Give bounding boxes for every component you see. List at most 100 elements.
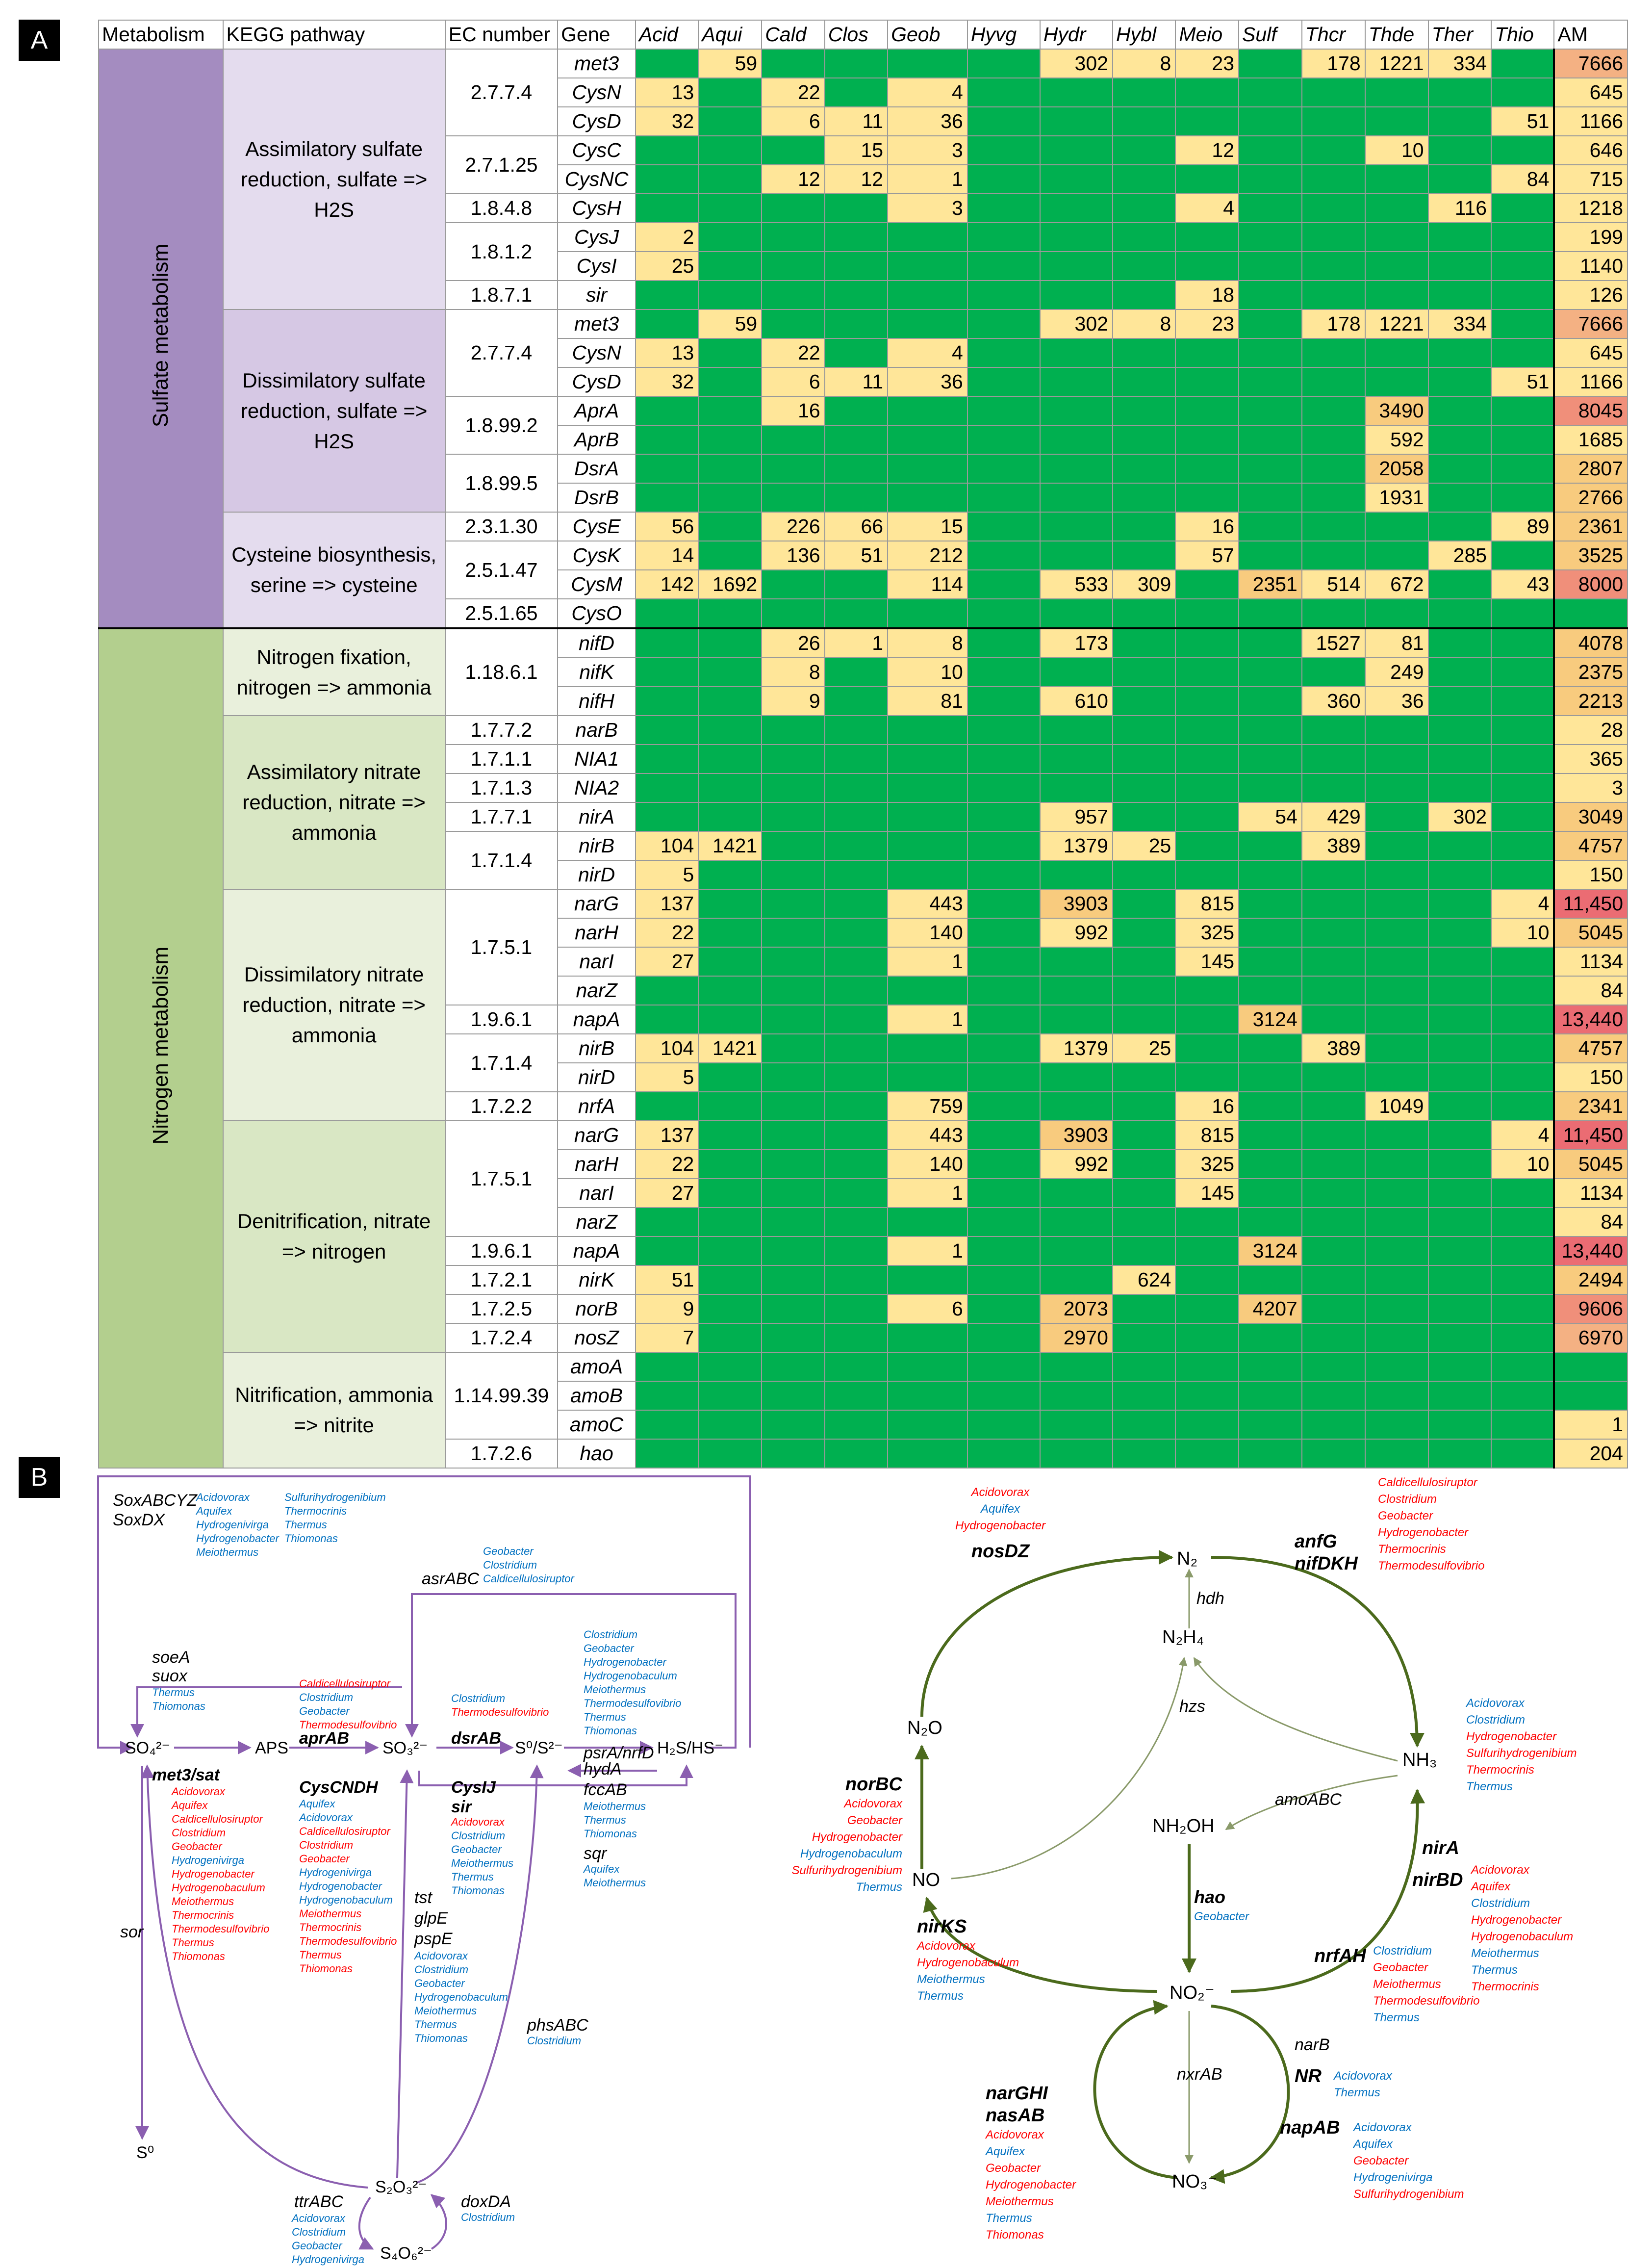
value-cell [887, 1439, 968, 1469]
value-cell [1112, 222, 1176, 252]
value-cell [1112, 1149, 1176, 1179]
value-cell [824, 1294, 889, 1324]
value-cell: 25 [1112, 1033, 1176, 1063]
organism-label: Clostridium [1373, 1944, 1432, 1958]
value-cell [1427, 1323, 1492, 1353]
value-cell [1491, 802, 1555, 832]
value-cell [1175, 569, 1240, 599]
value-cell [1238, 396, 1302, 426]
am-value-cell: 150 [1553, 860, 1628, 890]
am-value-cell: 2341 [1553, 1091, 1628, 1121]
value-cell [698, 1323, 763, 1353]
value-cell: 12 [1175, 135, 1240, 165]
value-cell: 1 [887, 1178, 968, 1208]
pathway-cell: Nitrogen fixation, nitrogen => ammonia [222, 628, 446, 716]
no-node: NO [912, 1870, 940, 1890]
value-cell [761, 1062, 825, 1092]
value-cell [967, 686, 1041, 716]
value-cell [1112, 1323, 1176, 1353]
value-cell [698, 1005, 763, 1034]
value-cell [1039, 1236, 1113, 1266]
value-cell [698, 1410, 763, 1440]
gene-cell: nirB [557, 831, 636, 861]
gene-cell: DsrB [557, 483, 636, 513]
value-cell [824, 396, 889, 426]
organism-label: Sulfurihydrogenibium [284, 1491, 386, 1503]
value-cell: 51 [1491, 367, 1555, 397]
gene-label: sqr [584, 1844, 608, 1863]
value-cell [1364, 1149, 1429, 1179]
value-cell: 36 [887, 106, 968, 136]
am-value-cell: 13,440 [1553, 1005, 1628, 1034]
organism-label: Thermus [584, 1711, 626, 1723]
value-cell [1039, 135, 1113, 165]
value-cell [1301, 976, 1366, 1005]
ec-number-cell: 1.7.7.1 [444, 802, 559, 832]
value-cell [1175, 396, 1240, 426]
value-cell [1491, 1236, 1555, 1266]
value-cell: 309 [1112, 569, 1176, 599]
value-cell [1364, 1265, 1429, 1295]
value-cell [1039, 1091, 1113, 1121]
value-cell [698, 1120, 763, 1150]
value-cell [1039, 1207, 1113, 1237]
am-value-cell: 1166 [1553, 367, 1628, 397]
value-cell: 360 [1301, 686, 1366, 716]
organism-label: Hydrogenivirga [196, 1519, 269, 1531]
value-cell: 22 [761, 77, 825, 107]
value-cell [1112, 135, 1176, 165]
value-cell [1301, 947, 1366, 977]
value-cell: 16 [1175, 1091, 1240, 1121]
value-cell [967, 628, 1041, 658]
value-cell [761, 1265, 825, 1295]
value-cell [1364, 918, 1429, 948]
value-cell [1175, 1062, 1240, 1092]
value-cell: 6 [887, 1294, 968, 1324]
value-cell [824, 1439, 889, 1469]
gene-cell: CysN [557, 77, 636, 107]
value-cell [824, 657, 889, 687]
value-cell [887, 1410, 968, 1440]
value-cell [1112, 164, 1176, 194]
value-cell [1175, 744, 1240, 774]
gene-label: nifDKH [1295, 1553, 1358, 1574]
value-cell [1491, 976, 1555, 1005]
ec-number-cell: 1.7.5.1 [444, 889, 559, 1005]
value-cell [1175, 802, 1240, 832]
value-cell [1427, 425, 1492, 455]
value-cell [761, 1207, 825, 1237]
organism-label: Meiothermus [414, 2005, 477, 2017]
organism-label: Sulfurihydrogenibium [1466, 1747, 1577, 1760]
value-cell: 302 [1039, 309, 1113, 339]
gene-cell: nrfA [557, 1091, 636, 1121]
am-value-cell: 84 [1553, 1207, 1628, 1237]
value-cell [1301, 454, 1366, 484]
value-cell [635, 425, 699, 455]
value-cell: 10 [887, 657, 968, 687]
sox-pathway-line [97, 1475, 751, 1754]
organism-label: Thermodesulfovibrio [584, 1697, 681, 1709]
organism-label: Geobacter [1194, 1910, 1249, 1923]
value-cell [1039, 483, 1113, 513]
gene-cell: nirD [557, 860, 636, 890]
header-species: Ther [1427, 20, 1492, 50]
value-cell [1112, 193, 1176, 223]
value-cell [1364, 715, 1429, 745]
value-cell: 10 [1364, 135, 1429, 165]
value-cell [1238, 1265, 1302, 1295]
value-cell [761, 598, 825, 629]
pathway-cell: Cysteine biosynthesis, serine => cystein… [222, 512, 446, 629]
asr-pathway-line [405, 1593, 737, 1749]
value-cell [635, 802, 699, 832]
value-cell [1491, 309, 1555, 339]
am-value-cell: 11,450 [1553, 889, 1628, 919]
gene-cell: narZ [557, 976, 636, 1005]
value-cell [1112, 1091, 1176, 1121]
value-cell [635, 135, 699, 165]
value-cell [1112, 1294, 1176, 1324]
value-cell [1427, 1207, 1492, 1237]
